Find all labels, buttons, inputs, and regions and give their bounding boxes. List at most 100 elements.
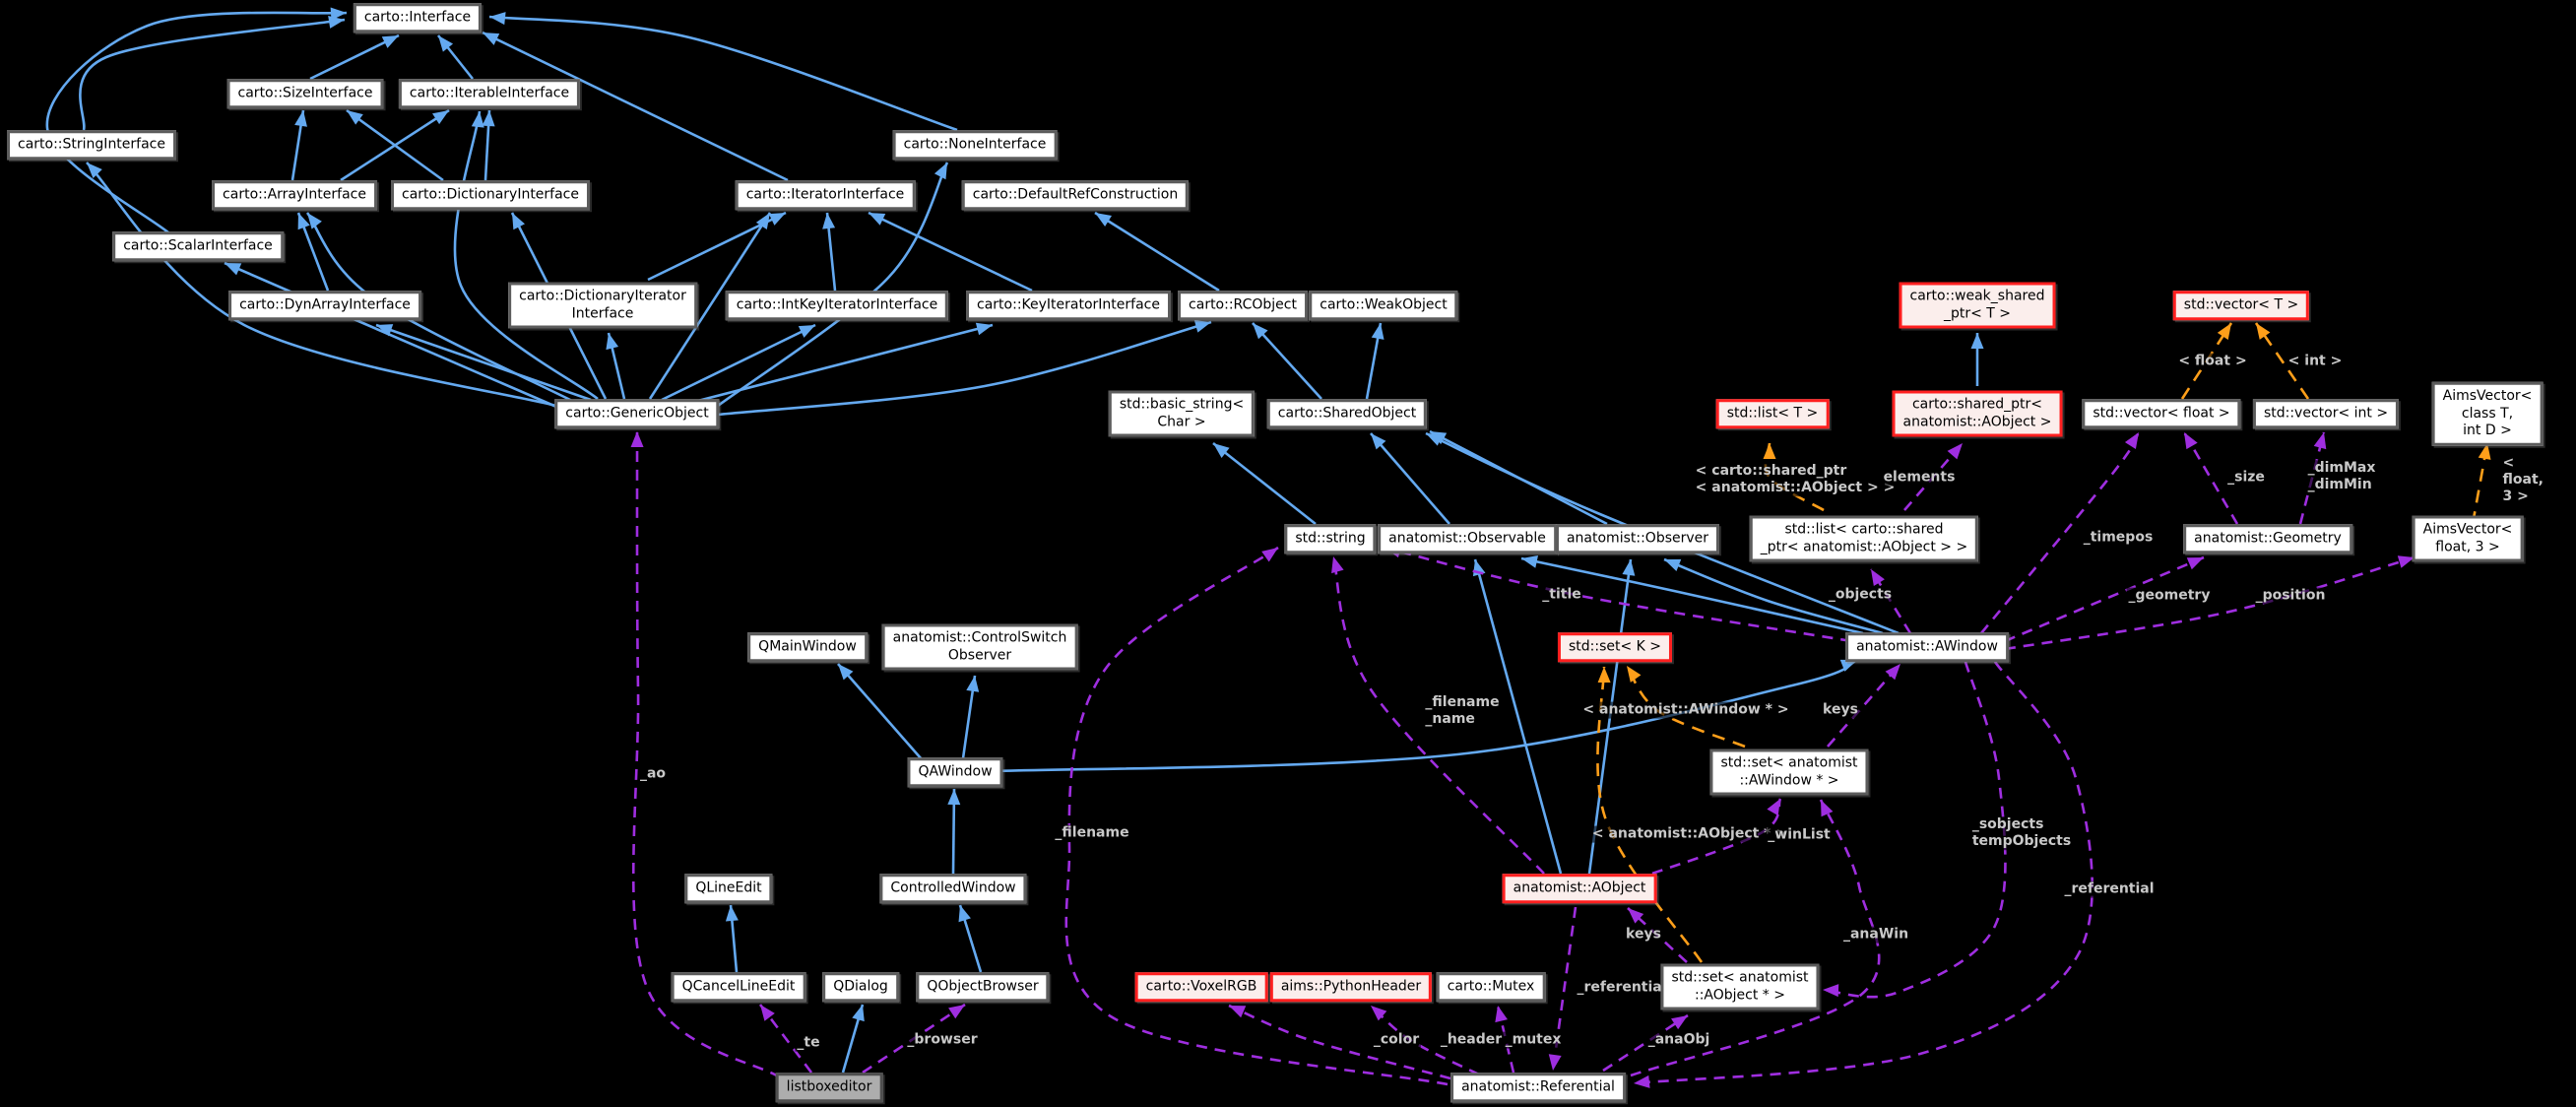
arrowhead [869, 213, 886, 226]
node-referential[interactable]: anatomist::Referential [1450, 1073, 1626, 1102]
node-control-switch-observer[interactable]: anatomist::ControlSwitch Observer [881, 623, 1078, 671]
node-scalar-interface[interactable]: carto::ScalarInterface [112, 231, 284, 261]
edge-label-referential-set-aobject: _anaObj [1645, 1031, 1712, 1049]
arrowhead [1871, 569, 1885, 587]
edge-qawindow-qmainwindow [837, 663, 923, 760]
edge-label-aobject-std-string: _filename _name [1423, 694, 1502, 728]
edge-label-listboxeditor-qobject-browser: _browser [905, 1031, 980, 1049]
node-default-ref-construction[interactable]: carto::DefaultRefConstruction [961, 180, 1190, 210]
edge-label-awindow-vector-float: _timepos [2081, 529, 2156, 547]
node-dictionary-iterator-interface[interactable]: carto::DictionaryIterator Interface [508, 282, 697, 329]
edge-referential-set-aobject [1602, 1013, 1689, 1073]
node-array-interface[interactable]: carto::ArrayInterface [212, 180, 377, 210]
node-list-shared-ptr[interactable]: std::list< carto::shared _ptr< anatomist… [1749, 515, 1979, 562]
node-key-iterator-interface[interactable]: carto::KeyIteratorInterface [966, 291, 1171, 320]
edge-awindow-set-aobject [1822, 661, 2007, 999]
node-qawindow[interactable]: QAWindow [907, 757, 1003, 787]
node-iterator-interface[interactable]: carto::IteratorInterface [735, 180, 916, 210]
node-weak-shared-ptr[interactable]: carto::weak_shared _ptr< T > [1899, 282, 2056, 329]
node-listboxeditor[interactable]: listboxeditor [775, 1073, 883, 1102]
edge-referential-std-string [1064, 546, 1449, 1086]
node-qcancel-lineedit[interactable]: QCancelLineEdit [671, 972, 806, 1002]
arrowhead [1095, 213, 1113, 228]
arrowhead [1213, 443, 1230, 459]
node-std-string[interactable]: std::string [1284, 524, 1377, 554]
node-aimsvector-t[interactable]: AimsVector< class T, int D > [2431, 381, 2544, 446]
node-qdialog[interactable]: QDialog [822, 972, 899, 1002]
node-interface[interactable]: carto::Interface [353, 3, 483, 33]
edge-generic-object-rcobject [717, 320, 1212, 417]
node-shared-object[interactable]: carto::SharedObject [1266, 399, 1428, 428]
edge-label-aobject-referential: _referential [1575, 979, 1669, 997]
node-list-t[interactable]: std::list< T > [1715, 399, 1830, 428]
edge-label-set-awindow-set-k: < anatomist::AWindow * > [1580, 701, 1791, 719]
node-awindow[interactable]: anatomist::AWindow [1845, 632, 2009, 662]
node-iterable-interface[interactable]: carto::IterableInterface [398, 79, 581, 108]
edge-listboxeditor-qcancel-lineedit [758, 1004, 813, 1074]
node-observable[interactable]: anatomist::Observable [1378, 524, 1557, 554]
arrowhead [1229, 1006, 1247, 1018]
arrowhead [1495, 1006, 1508, 1023]
node-rcobject[interactable]: carto::RCObject [1178, 291, 1308, 320]
edge-label-listboxeditor-generic-object: _ao [637, 765, 669, 783]
node-weak-object[interactable]: carto::WeakObject [1309, 291, 1458, 320]
node-set-k[interactable]: std::set< K > [1557, 632, 1673, 662]
arrowhead [1622, 559, 1636, 576]
node-size-interface[interactable]: carto::SizeInterface [226, 79, 384, 108]
node-shared-ptr-aobject[interactable]: carto::shared_ptr< anatomist::AObject > [1892, 390, 2063, 437]
arrowhead [1823, 984, 1839, 998]
arrowhead [307, 213, 322, 229]
arrowhead [1371, 433, 1386, 450]
edge-dynarray-interface-array-interface [296, 212, 330, 292]
node-generic-object[interactable]: carto::GenericObject [554, 399, 720, 428]
arrowhead [630, 431, 644, 448]
node-qlineedit[interactable]: QLineEdit [684, 874, 773, 903]
arrowhead [947, 789, 961, 806]
node-set-aobject[interactable]: std::set< anatomist ::AObject * > [1660, 963, 1820, 1010]
node-mutex[interactable]: carto::Mutex [1436, 972, 1546, 1002]
node-controlled-window[interactable]: ControlledWindow [879, 874, 1027, 903]
arrowhead [1664, 558, 1682, 571]
node-observer[interactable]: anatomist::Observer [1555, 524, 1720, 554]
arrowhead [1371, 1006, 1387, 1021]
node-python-header[interactable]: aims::PythonHeader [1269, 972, 1433, 1002]
edge-aobject-std-string [1331, 555, 1545, 875]
edge-label-set-aobject-set-k: < anatomist::AObject * > [1589, 825, 1790, 843]
edge-label-geometry-vector-int: _dimMax _dimMin [2305, 460, 2378, 493]
node-set-awindow[interactable]: std::set< anatomist ::AWindow * > [1709, 749, 1869, 796]
node-intkey-iterator-interface[interactable]: carto::IntKeyIteratorInterface [725, 291, 949, 320]
node-aimsvector-float3[interactable]: AimsVector< float, 3 > [2412, 515, 2524, 562]
arrowhead [1839, 659, 1857, 672]
edge-referential-mutex [1495, 1005, 1515, 1074]
node-vector-int[interactable]: std::vector< int > [2252, 399, 2400, 428]
edge-geometry-vector-float [2182, 431, 2239, 525]
edge-label-vector-int-vector-t: < int > [2286, 353, 2345, 370]
edge-label-awindow-list-shared-ptr: _objects [1826, 586, 1895, 604]
edge-rcobject-default-ref-construction [1094, 211, 1220, 293]
arrowhead [1763, 443, 1776, 459]
node-qmainwindow[interactable]: QMainWindow [747, 632, 868, 662]
node-string-interface[interactable]: carto::StringInterface [7, 130, 176, 160]
arrowhead [1253, 323, 1268, 340]
arrowhead [2313, 432, 2327, 450]
node-dictionary-interface[interactable]: carto::DictionaryInterface [390, 180, 591, 210]
node-vector-t[interactable]: std::vector< T > [2172, 291, 2310, 320]
edge-string-interface-interface [79, 16, 346, 131]
node-voxel-rgb[interactable]: carto::VoxelRGB [1134, 972, 1268, 1002]
arrowhead [1261, 548, 1278, 562]
arrowhead [297, 213, 310, 230]
edge-label-referential-voxel-rgb: _color [1371, 1031, 1422, 1049]
node-vector-float[interactable]: std::vector< float > [2082, 399, 2241, 428]
node-aobject[interactable]: anatomist::AObject [1502, 874, 1657, 903]
edge-label-referential-std-string: _filename [1053, 824, 1131, 842]
node-basic-string[interactable]: std::basic_string< Char > [1108, 390, 1256, 437]
edge-qawindow-control-switch-observer [961, 675, 980, 759]
node-dynarray-interface[interactable]: carto::DynArrayInterface [228, 291, 421, 320]
node-geometry[interactable]: anatomist::Geometry [2183, 524, 2352, 554]
node-qobject-browser[interactable]: QObjectBrowser [916, 972, 1050, 1002]
arrowhead [1371, 323, 1385, 340]
edge-qobject-browser-controlled-window [958, 904, 983, 973]
edge-label-aobject-set-awindow: _winList [1766, 826, 1833, 844]
node-none-interface[interactable]: carto::NoneInterface [892, 130, 1058, 160]
